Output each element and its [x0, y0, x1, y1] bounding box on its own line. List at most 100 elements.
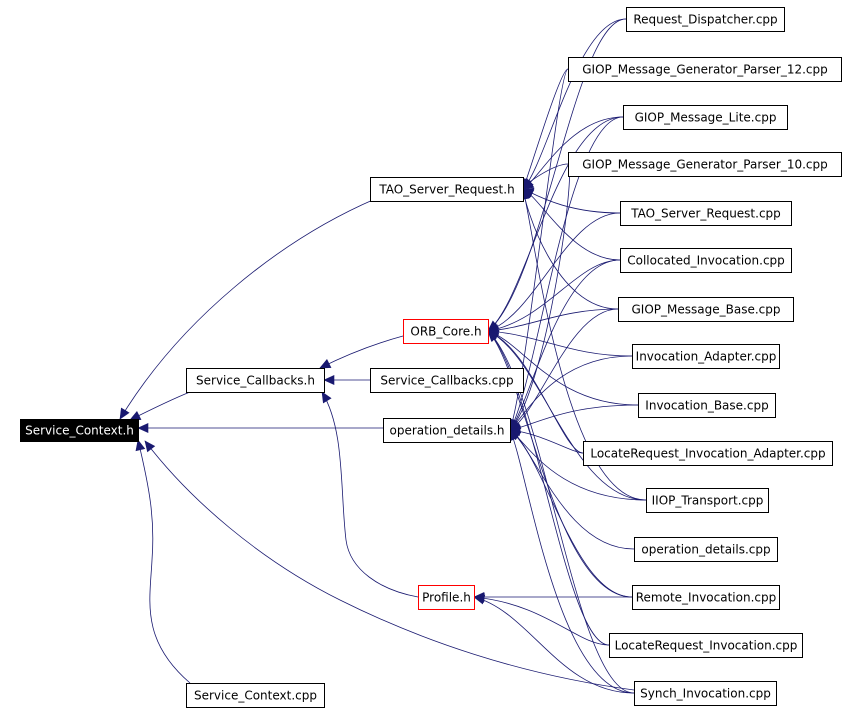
- node-collocated-invocation-cpp[interactable]: Collocated_Invocation.cpp: [620, 248, 792, 273]
- node-locaterequest-invocation-cpp[interactable]: LocateRequest_Invocation.cpp: [609, 633, 803, 658]
- arrowhead: [119, 407, 130, 420]
- edge-invocation_adapter_cpp-to-orb_core_h: [487, 330, 633, 357]
- node-label: Service_Context.cpp: [194, 689, 317, 703]
- edge-tao_server_request_h-to-service_context_h: [119, 198, 376, 420]
- node-box[interactable]: [623, 105, 788, 130]
- node-box[interactable]: [20, 419, 139, 442]
- node-service-context-cpp[interactable]: Service_Context.cpp: [186, 683, 325, 708]
- node-box[interactable]: [634, 681, 777, 706]
- edge-invocation_base_cpp-to-orb_core_h: [487, 330, 639, 406]
- node-box[interactable]: [620, 201, 792, 226]
- edges-layer: [119, 18, 647, 694]
- node-tao-server-request-cpp[interactable]: TAO_Server_Request.cpp: [620, 201, 792, 226]
- node-label: Invocation_Base.cpp: [645, 399, 768, 413]
- node-box[interactable]: [632, 585, 780, 610]
- node-box[interactable]: [568, 57, 842, 82]
- edge-giop_lite_cpp-to-orb_core_h: [487, 116, 624, 332]
- node-label: ORB_Core.h: [410, 325, 481, 339]
- node-locaterequest-invocation-adapter-cpp[interactable]: LocateRequest_Invocation_Adapter.cpp: [583, 441, 833, 466]
- node-box[interactable]: [626, 7, 785, 32]
- edge-locaterequest_invocation_cpp-to-profile_h: [473, 596, 610, 646]
- node-box[interactable]: [618, 297, 794, 322]
- edge-request_dispatcher_cpp-to-orb_core_h: [487, 18, 627, 332]
- node-request-dispatcher-cpp[interactable]: Request_Dispatcher.cpp: [626, 7, 785, 32]
- node-giop-mgp10-cpp[interactable]: GIOP_Message_Generator_Parser_10.cpp: [568, 152, 842, 177]
- node-operation-details-cpp[interactable]: operation_details.cpp: [634, 537, 778, 562]
- node-box[interactable]: [186, 683, 325, 708]
- node-box[interactable]: [383, 418, 511, 443]
- node-label: operation_details.cpp: [641, 543, 770, 557]
- arrowhead: [473, 594, 486, 605]
- arrowhead: [137, 423, 149, 433]
- edge-orb_core_h-to-service_callbacks_h: [319, 335, 404, 369]
- node-label: LocateRequest_Invocation_Adapter.cpp: [590, 447, 825, 461]
- edge-giop_lite_cpp-to-operation_details_h: [509, 116, 624, 431]
- edge-giop_base_cpp-to-operation_details_h: [509, 308, 619, 431]
- node-box[interactable]: [620, 248, 792, 273]
- node-label: IIOP_Transport.cpp: [652, 494, 764, 508]
- node-box[interactable]: [632, 344, 780, 369]
- arrowhead: [321, 391, 332, 404]
- node-orb-core-h[interactable]: ORB_Core.h: [403, 319, 489, 344]
- arrowhead: [319, 358, 332, 369]
- edge-service_context_cpp-to-service_context_h: [137, 439, 191, 684]
- node-label: Invocation_Adapter.cpp: [636, 350, 777, 364]
- node-service-callbacks-cpp[interactable]: Service_Callbacks.cpp: [370, 368, 524, 393]
- node-giop-base-cpp[interactable]: GIOP_Message_Base.cpp: [618, 297, 794, 322]
- node-box[interactable]: [370, 177, 524, 202]
- node-tao-server-request-h[interactable]: TAO_Server_Request.h: [370, 177, 524, 202]
- arrowhead: [135, 439, 146, 452]
- edge-giop_mgp12_cpp-to-operation_details_h: [509, 68, 569, 431]
- node-service-callbacks-h[interactable]: Service_Callbacks.h: [186, 368, 325, 393]
- edge-synch_invocation_cpp-to-orb_core_h: [487, 330, 635, 694]
- edge-collocated_invocation_cpp-to-operation_details_h: [509, 259, 621, 431]
- node-label: Collocated_Invocation.cpp: [627, 254, 785, 268]
- node-box[interactable]: [583, 441, 833, 466]
- node-box[interactable]: [646, 488, 769, 513]
- edge-synch_invocation_cpp-to-profile_h: [473, 596, 635, 694]
- node-box[interactable]: [638, 393, 776, 418]
- edge-locaterequest_invocation_cpp-to-orb_core_h: [487, 330, 610, 646]
- node-label: Service_Callbacks.h: [196, 374, 315, 388]
- node-giop-lite-cpp[interactable]: GIOP_Message_Lite.cpp: [623, 105, 788, 130]
- node-label: Service_Context.h: [25, 424, 134, 438]
- edge-iiop_transport_cpp-to-tao_server_request_h: [522, 188, 647, 501]
- edge-giop_mgp12_cpp-to-tao_server_request_h: [522, 68, 569, 190]
- node-operation-details-h[interactable]: operation_details.h: [383, 418, 511, 443]
- node-label: Profile.h: [422, 591, 471, 605]
- node-label: TAO_Server_Request.cpp: [630, 207, 781, 221]
- edge-giop_base_cpp-to-orb_core_h: [487, 308, 619, 332]
- node-synch-invocation-cpp[interactable]: Synch_Invocation.cpp: [634, 681, 777, 706]
- arrowhead: [323, 375, 335, 385]
- node-label: GIOP_Message_Generator_Parser_12.cpp: [582, 63, 828, 77]
- edge-iiop_transport_cpp-to-orb_core_h: [487, 330, 647, 501]
- node-box[interactable]: [609, 633, 803, 658]
- edge-tao_server_request_cpp-to-orb_core_h: [487, 212, 621, 332]
- node-box[interactable]: [634, 537, 778, 562]
- edge-request_dispatcher_cpp-to-tao_server_request_h: [522, 18, 627, 190]
- node-box[interactable]: [370, 368, 524, 393]
- arrowhead: [129, 410, 142, 421]
- arrowhead: [487, 330, 499, 342]
- node-label: LocateRequest_Invocation.cpp: [615, 639, 798, 653]
- arrowhead: [144, 440, 156, 453]
- edge-profile_h-to-service_callbacks_h: [321, 391, 419, 598]
- node-label: GIOP_Message_Lite.cpp: [635, 111, 777, 125]
- node-service-context-h[interactable]: Service_Context.h: [20, 419, 139, 442]
- node-profile-h[interactable]: Profile.h: [418, 585, 475, 610]
- edge-synch_invocation_cpp-to-operation_details_h: [509, 429, 635, 694]
- node-giop-mgp12-cpp[interactable]: GIOP_Message_Generator_Parser_12.cpp: [568, 57, 842, 82]
- node-box[interactable]: [568, 152, 842, 177]
- edge-synch_invocation_cpp-to-service_context_h: [144, 440, 635, 691]
- node-box[interactable]: [186, 368, 325, 393]
- node-box[interactable]: [403, 319, 489, 344]
- node-box[interactable]: [418, 585, 475, 610]
- node-label: GIOP_Message_Base.cpp: [632, 303, 781, 317]
- node-iiop-transport-cpp[interactable]: IIOP_Transport.cpp: [646, 488, 769, 513]
- node-invocation-adapter-cpp[interactable]: Invocation_Adapter.cpp: [632, 344, 780, 369]
- node-invocation-base-cpp[interactable]: Invocation_Base.cpp: [638, 393, 776, 418]
- edge-remote_invocation_cpp-to-operation_details_h: [509, 429, 633, 598]
- node-remote-invocation-cpp[interactable]: Remote_Invocation.cpp: [632, 585, 780, 610]
